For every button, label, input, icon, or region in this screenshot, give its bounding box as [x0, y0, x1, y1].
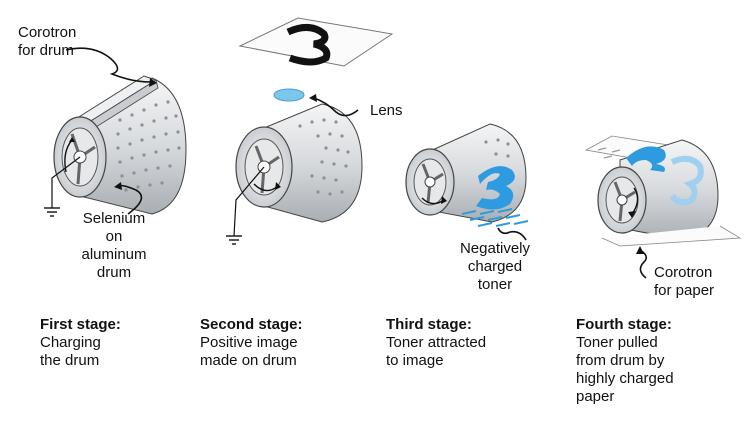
stage-4-line4: paper — [576, 388, 615, 405]
stage-3-caption: Third stage: Toner attracted to image — [386, 316, 486, 370]
label-corotron-drum: Corotron for drum — [18, 24, 76, 60]
stage-2-line2: made on drum — [200, 352, 297, 369]
toner-image-4 — [626, 146, 666, 172]
label-selenium-line4: drum — [96, 264, 132, 281]
stage-3-line2: to image — [386, 352, 444, 369]
toner-image-3 — [476, 166, 515, 210]
drum-4 — [584, 135, 742, 247]
label-selenium-line3: aluminum — [81, 246, 147, 263]
stage-4-line3: highly charged — [576, 370, 674, 387]
label-toner-line3: toner — [477, 276, 513, 293]
stage-3-line1: Toner attracted — [386, 334, 487, 351]
pointer-lens — [313, 97, 359, 117]
drum-1 — [44, 75, 187, 217]
label-toner-line2: charged — [467, 258, 523, 275]
label-selenium-line1: Selenium — [82, 210, 146, 227]
pointer-corotron-drum — [65, 47, 151, 83]
stage-1-line2: the drum — [40, 352, 100, 369]
stage-4-caption: Fourth stage: Toner pulled from drum by … — [576, 316, 674, 406]
drum-3 — [405, 123, 529, 227]
label-selenium-line2: on — [105, 228, 123, 245]
stage-1-line1: Charging — [40, 334, 101, 351]
label-selenium: Selenium on aluminum drum — [74, 210, 154, 282]
stage-2-line1: Positive image — [200, 334, 298, 351]
original-document — [238, 17, 394, 67]
stage-3-title: Third stage: — [386, 316, 472, 333]
label-corotron-paper-line2: for paper — [654, 282, 715, 299]
stage-2-caption: Second stage: Positive image made on dru… — [200, 316, 303, 370]
label-corotron-drum-line1: Corotron — [18, 24, 77, 41]
stage-1-title: First stage: — [40, 316, 121, 333]
stage-1-caption: First stage: Charging the drum — [40, 316, 121, 370]
stage-4-line1: Toner pulled — [576, 334, 658, 351]
drum-2 — [226, 103, 363, 245]
stage-4-line2: from drum by — [576, 352, 665, 369]
label-toner-line1: Negatively — [459, 240, 531, 257]
label-lens-text: Lens — [370, 102, 403, 119]
label-corotron-drum-line2: for drum — [18, 42, 74, 59]
pointer-toner — [497, 227, 527, 241]
label-corotron-paper-line1: Corotron — [654, 264, 713, 281]
stage-4-title: Fourth stage: — [576, 316, 672, 333]
label-corotron-paper: Corotron for paper — [654, 264, 714, 300]
pointer-corotron-paper — [639, 249, 648, 279]
label-lens: Lens — [370, 102, 403, 120]
lens — [273, 88, 305, 102]
stage-2-title: Second stage: — [200, 316, 303, 333]
label-toner: Negatively charged toner — [450, 240, 540, 294]
